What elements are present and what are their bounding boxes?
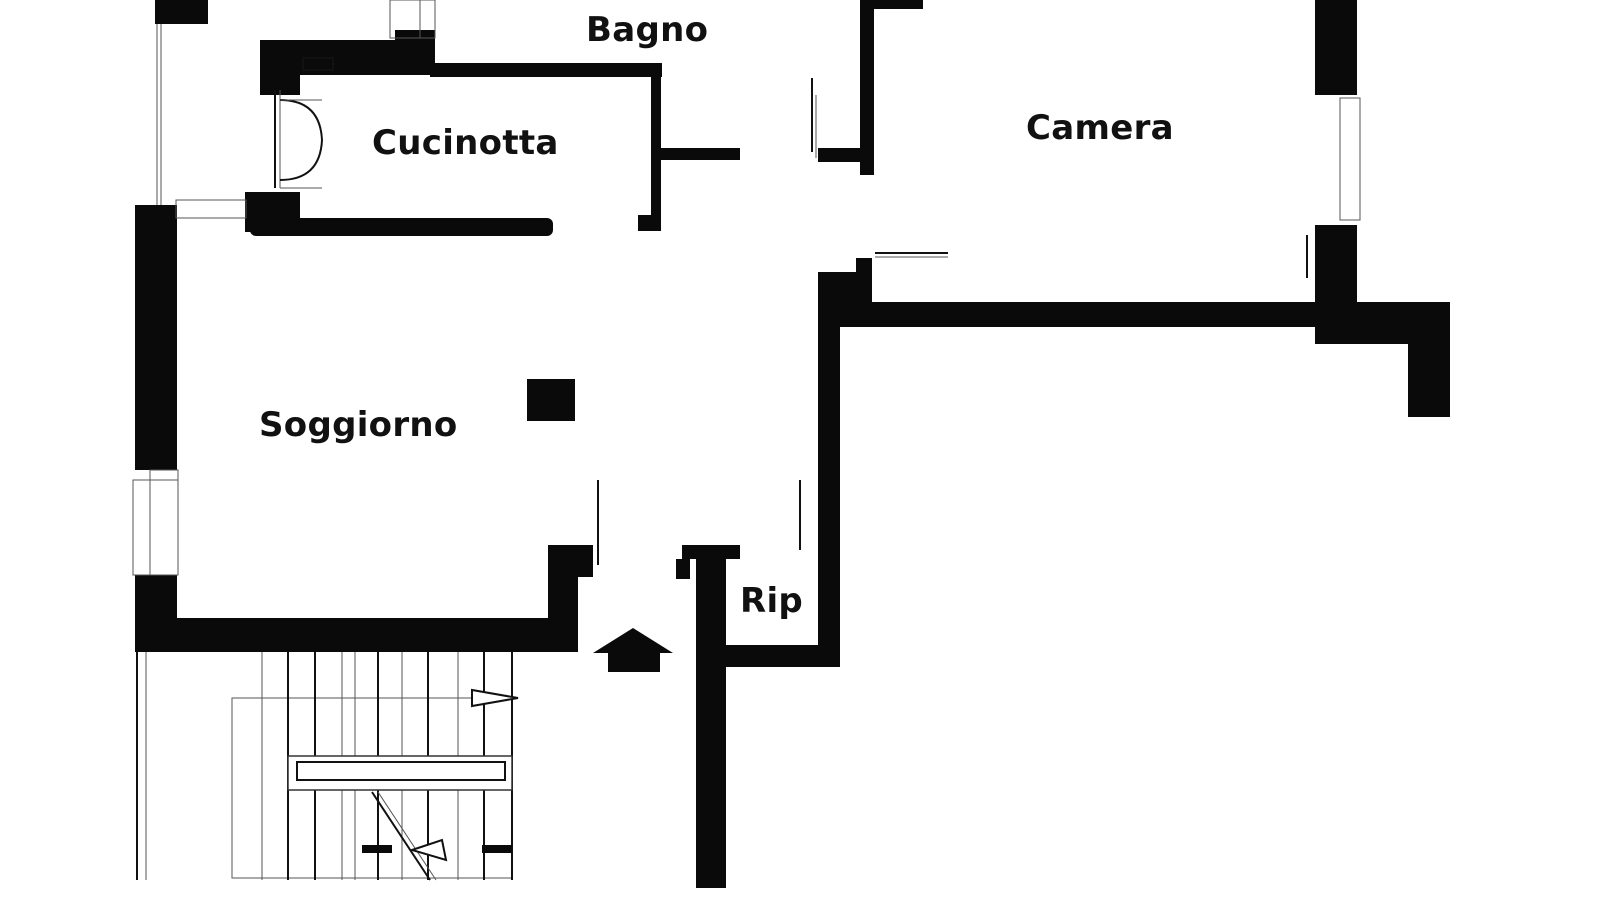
- wall: [1408, 302, 1450, 417]
- wall: [155, 0, 208, 24]
- wall: [818, 148, 873, 162]
- wall: [720, 645, 840, 667]
- staircase: [136, 652, 519, 881]
- wall: [430, 63, 662, 77]
- wall: [245, 192, 300, 232]
- wall: [1315, 0, 1357, 95]
- wall: [656, 148, 740, 160]
- wall: [548, 545, 593, 577]
- wall: [250, 218, 553, 236]
- room-label-bagno: Bagno: [586, 10, 709, 50]
- room-label-rip: Rip: [740, 581, 804, 621]
- wall: [818, 272, 840, 667]
- wall: [682, 545, 740, 559]
- wall: [676, 559, 690, 579]
- wall: [860, 0, 874, 175]
- wall: [638, 215, 660, 231]
- wall: [395, 30, 435, 70]
- room-label-cucinotta: Cucinotta: [372, 123, 559, 163]
- wall: [135, 618, 578, 652]
- wall: [856, 258, 872, 302]
- room-label-camera: Camera: [1026, 108, 1174, 148]
- room-label-soggiorno: Soggiorno: [259, 405, 458, 445]
- entrance-arrow-icon: [593, 628, 673, 672]
- wall: [135, 205, 177, 470]
- wall: [651, 63, 661, 231]
- wall: [696, 548, 726, 888]
- column: [527, 379, 575, 421]
- wall: [260, 40, 300, 95]
- wall: [860, 0, 923, 9]
